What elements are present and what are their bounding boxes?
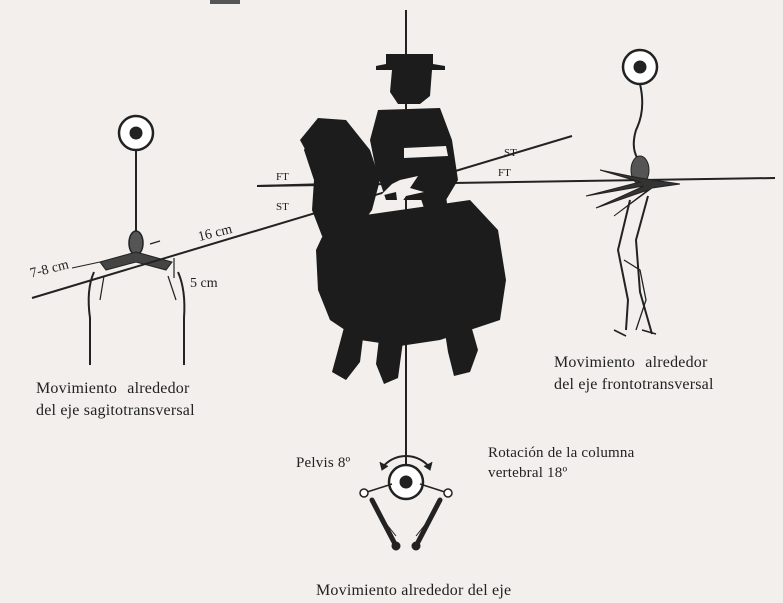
longitudinal-figure bbox=[360, 456, 452, 550]
st-label-left: ST bbox=[276, 201, 289, 213]
sagittal-caption-line1: Movimiento alrededor bbox=[36, 378, 190, 400]
rotation-label-line2: vertebral 18º bbox=[488, 462, 567, 484]
sagittal-figure bbox=[89, 116, 185, 365]
horse-rider-silhouette bbox=[300, 54, 506, 384]
hip-width-mark bbox=[72, 262, 100, 268]
axis-arrow-mark bbox=[150, 241, 160, 244]
frontal-caption-line2: del eje frontotransversal bbox=[554, 374, 714, 396]
frontal-caption-line1: Movimiento alrededor bbox=[554, 352, 708, 374]
ft-label-right: FT bbox=[498, 167, 511, 179]
drop-label: 5 cm bbox=[190, 276, 218, 292]
ft-label-left: FT bbox=[276, 171, 289, 183]
frontal-figure bbox=[586, 50, 680, 336]
pelvis-label: Pelvis 8º bbox=[296, 452, 350, 474]
st-label-right: ST bbox=[504, 147, 517, 159]
longitudinal-caption: Movimiento alrededor del eje bbox=[316, 580, 511, 602]
cropped-text-fragment bbox=[210, 0, 240, 4]
rotation-label-line1: Rotación de la columna bbox=[488, 442, 634, 464]
rider-hands-highlight bbox=[404, 146, 448, 158]
sagittal-caption-line2: del eje sagitotransversal bbox=[36, 400, 195, 422]
